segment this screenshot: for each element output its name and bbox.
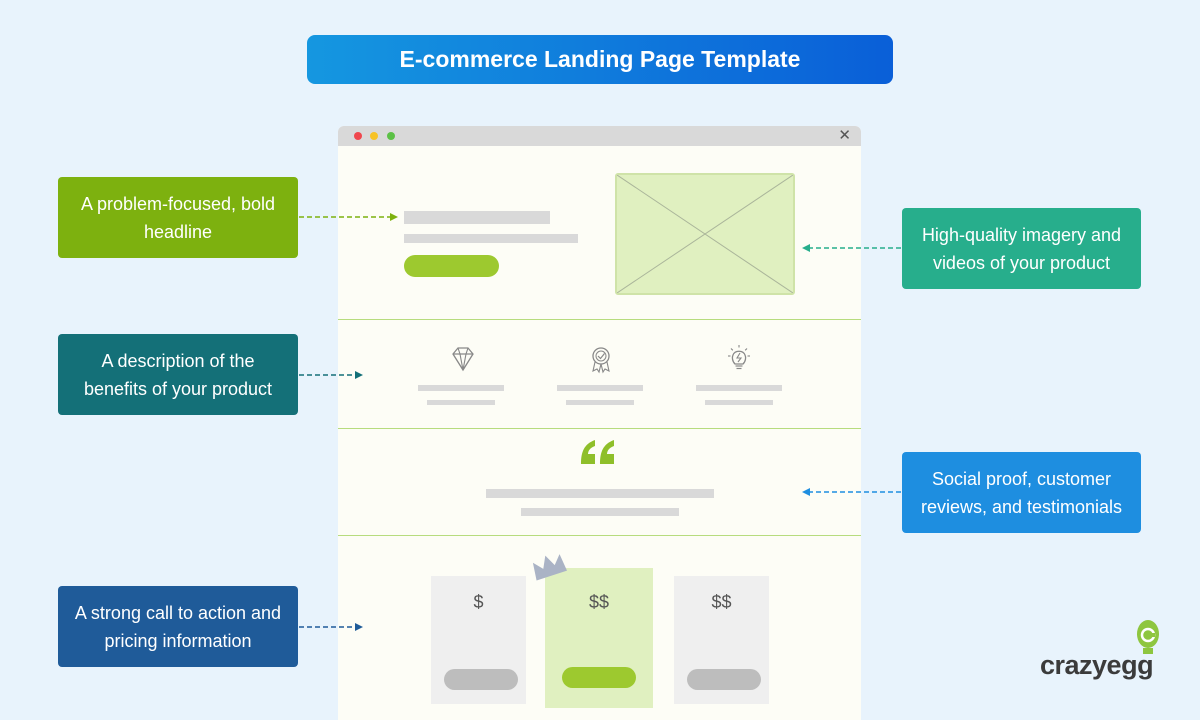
price-label: $: [473, 592, 484, 612]
benefit-title-placeholder: [418, 385, 504, 391]
close-window-dot: [354, 132, 362, 140]
lightbulb-icon: [728, 345, 750, 370]
pricing-cta-button: [562, 667, 636, 688]
award-badge-icon: [592, 347, 610, 374]
callout-cta: A strong call to action and pricing info…: [58, 586, 298, 667]
minimize-window-dot: [370, 132, 378, 140]
egg-icon: [1137, 620, 1159, 654]
benefit-text-placeholder: [427, 400, 495, 405]
pricing-cta-button: [687, 669, 761, 690]
close-icon: ✕: [838, 127, 851, 144]
headline-placeholder: [404, 211, 550, 224]
callout-benefits: A description of the benefits of your pr…: [58, 334, 298, 415]
crazyegg-logo: crazyegg: [1040, 614, 1170, 684]
hero-image-placeholder: [615, 173, 795, 295]
callout-social-proof: Social proof, customer reviews, and test…: [902, 452, 1141, 533]
hero-cta-button: [404, 255, 499, 277]
brand-name: crazyegg: [1040, 650, 1154, 680]
testimonial-author-placeholder: [521, 508, 679, 516]
callout-headline: A problem-focused, bold headline: [58, 177, 298, 258]
page-title: E-commerce Landing Page Template: [307, 35, 893, 84]
testimonial-text-placeholder: [486, 489, 714, 498]
benefit-title-placeholder: [696, 385, 782, 391]
section-divider: [338, 319, 861, 320]
browser-mockup: ✕: [338, 126, 861, 720]
diamond-icon: [452, 347, 474, 372]
crown-icon: [532, 554, 567, 581]
quote-icon: [581, 440, 614, 464]
section-divider: [338, 428, 861, 429]
subheadline-placeholder: [404, 234, 578, 243]
pricing-cta-button: [444, 669, 518, 690]
benefit-title-placeholder: [557, 385, 643, 391]
price-label: $$: [588, 592, 610, 612]
maximize-window-dot: [387, 132, 395, 140]
benefit-text-placeholder: [566, 400, 634, 405]
callout-imagery: High-quality imagery and videos of your …: [902, 208, 1141, 289]
section-divider: [338, 535, 861, 536]
browser-chrome: ✕: [338, 126, 861, 146]
price-label: $$: [711, 592, 732, 612]
benefit-text-placeholder: [705, 400, 773, 405]
